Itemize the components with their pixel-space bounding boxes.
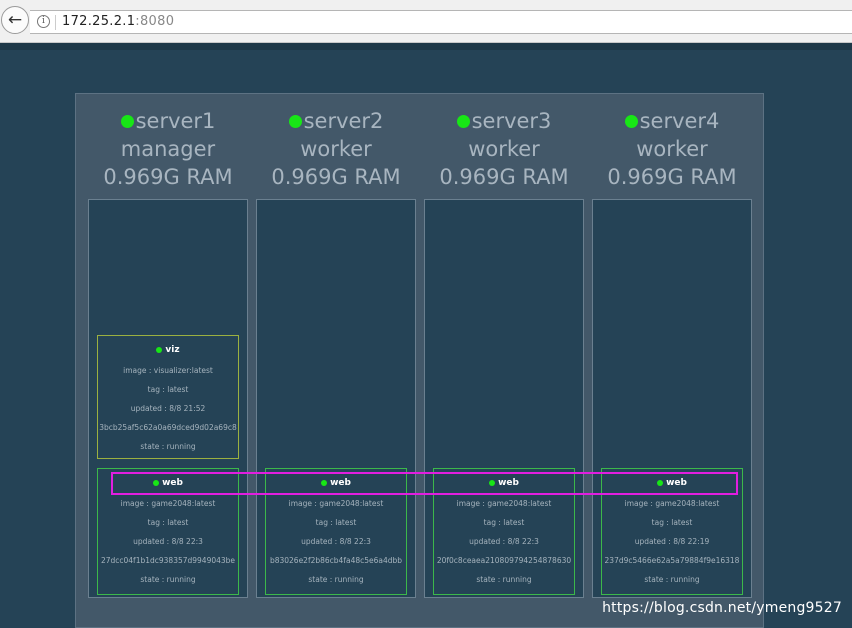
task-state: state : running: [140, 442, 196, 451]
watermark: https://blog.csdn.net/ymeng9527: [602, 600, 842, 616]
cluster-panel: server1 manager 0.969G RAM viz image : v…: [75, 93, 764, 628]
url-host: 172.25.2.1: [62, 14, 136, 29]
node-name: server1: [135, 109, 216, 133]
task-state: state : running: [476, 575, 532, 584]
page-top-strip: [0, 43, 852, 50]
node-name: server2: [303, 109, 384, 133]
task-card-web[interactable]: web image : game2048:latest tag : latest…: [265, 468, 407, 595]
status-dot-icon: [120, 114, 134, 128]
task-state: state : running: [644, 575, 700, 584]
node-server3: server3 worker 0.969G RAM web image : ga…: [424, 94, 584, 598]
node-name: server3: [471, 109, 552, 133]
task-tag: tag : latest: [147, 518, 189, 527]
task-tag: tag : latest: [315, 518, 357, 527]
status-dot-icon: [156, 347, 163, 353]
task-name: viz: [165, 345, 180, 355]
task-updated: updated : 8/8 21:52: [130, 404, 206, 413]
node-header: server4 worker 0.969G RAM: [592, 94, 752, 191]
status-dot-icon: [489, 480, 496, 486]
task-state: state : running: [308, 575, 364, 584]
task-card-web[interactable]: web image : game2048:latest tag : latest…: [97, 468, 239, 595]
arrow-left-icon: ←: [7, 9, 23, 30]
task-card-web[interactable]: web image : game2048:latest tag : latest…: [433, 468, 575, 595]
task-updated: updated : 8/8 22:19: [634, 537, 710, 546]
address-bar[interactable]: i 172.25.2.1:8080 ↻: [30, 10, 852, 34]
status-dot-icon: [288, 114, 302, 128]
task-image: image : visualizer:latest: [123, 366, 213, 375]
info-icon[interactable]: i: [37, 15, 50, 28]
task-tag: tag : latest: [483, 518, 525, 527]
url-port: :8080: [135, 14, 175, 29]
node-tasks-area: web image : game2048:latest tag : latest…: [256, 199, 416, 598]
node-server2: server2 worker 0.969G RAM web image : ga…: [256, 94, 416, 598]
task-id: 20f0c8ceaea210809794254878630: [436, 556, 572, 565]
node-server1: server1 manager 0.969G RAM viz image : v…: [88, 94, 248, 598]
node-name: server4: [639, 109, 720, 133]
node-ram: 0.969G RAM: [439, 165, 569, 189]
node-ram: 0.969G RAM: [271, 165, 401, 189]
task-tag: tag : latest: [651, 518, 693, 527]
node-header: server2 worker 0.969G RAM: [256, 94, 416, 191]
node-tasks-area: viz image : visualizer:latest tag : late…: [88, 199, 248, 598]
task-id: 3bcb25af5c62a0a69dced9d02a69c8: [99, 423, 237, 432]
status-dot-icon: [321, 480, 328, 486]
status-dot-icon: [456, 114, 470, 128]
task-image: image : game2048:latest: [624, 499, 720, 508]
task-card-web[interactable]: web image : game2048:latest tag : latest…: [601, 468, 743, 595]
task-tag: tag : latest: [147, 385, 189, 394]
node-tasks-area: web image : game2048:latest tag : latest…: [592, 199, 752, 598]
task-name: web: [162, 478, 183, 488]
node-role: worker: [468, 137, 540, 161]
node-ram: 0.969G RAM: [607, 165, 737, 189]
task-card-viz[interactable]: viz image : visualizer:latest tag : late…: [97, 335, 239, 459]
task-image: image : game2048:latest: [120, 499, 216, 508]
node-tasks-area: web image : game2048:latest tag : latest…: [424, 199, 584, 598]
address-divider: [55, 15, 56, 30]
task-updated: updated : 8/8 22:3: [133, 537, 203, 546]
task-id: b83026e2f2b86cb4fa48c5e6a4dbb: [269, 556, 403, 565]
back-button[interactable]: ←: [1, 6, 29, 34]
task-id: 237d9c5466e62a5a79884f9e16318: [604, 556, 740, 565]
browser-toolbar: ← i 172.25.2.1:8080 ↻: [0, 0, 852, 43]
task-image: image : game2048:latest: [456, 499, 552, 508]
highlight-box: [111, 472, 738, 495]
status-dot-icon: [624, 114, 638, 128]
url-text[interactable]: 172.25.2.1:8080: [62, 13, 174, 31]
node-role: worker: [300, 137, 372, 161]
node-ram: 0.969G RAM: [103, 165, 233, 189]
node-role: worker: [636, 137, 708, 161]
status-dot-icon: [153, 480, 160, 486]
node-server4: server4 worker 0.969G RAM web image : ga…: [592, 94, 752, 598]
task-updated: updated : 8/8 22:3: [469, 537, 539, 546]
task-name: web: [666, 478, 687, 488]
task-state: state : running: [140, 575, 196, 584]
task-image: image : game2048:latest: [288, 499, 384, 508]
task-id: 27dcc04f1b1dc938357d9949043be: [100, 556, 236, 565]
task-name: web: [498, 478, 519, 488]
node-header: server1 manager 0.969G RAM: [88, 94, 248, 191]
task-updated: updated : 8/8 22:3: [301, 537, 371, 546]
status-dot-icon: [657, 480, 664, 486]
task-name: web: [330, 478, 351, 488]
node-role: manager: [120, 137, 216, 161]
node-header: server3 worker 0.969G RAM: [424, 94, 584, 191]
